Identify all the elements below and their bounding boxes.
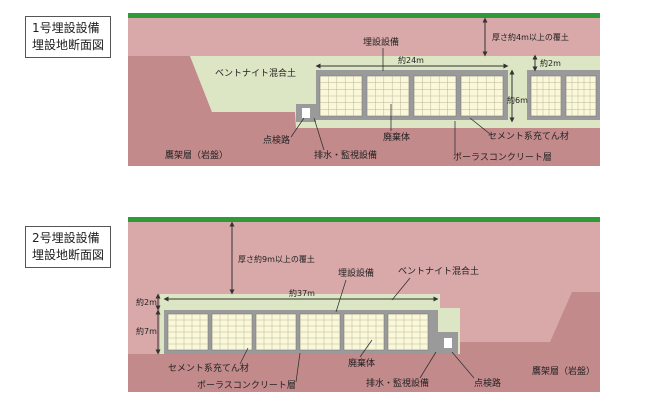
diagram2-waste-label: 廃棄体: [348, 357, 375, 369]
diagram2-bentonite-leader: [391, 277, 411, 301]
diagram2-bedrock-label: 鷹架層（岩盤）: [532, 365, 595, 377]
diagram1-cement-label: セメント系充てん材: [488, 130, 569, 142]
diagram1-height-label: 約6m: [507, 95, 528, 105]
diagram2-porous-label: ポーラスコンクリート層: [197, 380, 296, 391]
diagram1-title-line1: 1号埋設設備: [32, 21, 100, 35]
diagram2: 厚さ約9m以上の覆土 約2m 約7m 約37m 埋設設備 ベントナイト混合土 セ…: [128, 217, 600, 392]
diagram1-inspection-label: 点検路: [263, 134, 290, 146]
diagram1-drain-leader: [313, 117, 325, 151]
diagram2-porous-leader: [295, 352, 301, 383]
diagram1-bentonite-label: ベントナイト混合土: [215, 67, 296, 79]
diagram1-porous-label: ポーラスコンクリート層: [453, 152, 552, 163]
diagram1-waste-cells: [319, 75, 597, 117]
diagram2-title: 2号埋設設備 埋設地断面図: [25, 226, 112, 268]
diagram2-title-line1: 2号埋設設備: [32, 231, 100, 245]
diagram1-inspection-leader: [290, 117, 305, 138]
diagram2-width-label: 約37m: [289, 288, 315, 298]
diagram2-bentonite-label: ベントナイト混合土: [398, 265, 479, 277]
diagram1-bedrock: [128, 56, 600, 166]
diagram2-cover-label: 厚さ約9m以上の覆土: [238, 254, 315, 264]
diagram1-cement-leader: [469, 117, 491, 135]
diagram2-cement-label: セメント系充てん材: [168, 362, 249, 374]
diagram2-grass: [128, 217, 600, 222]
diagram2-drain-label: 排水・監視設備: [366, 377, 429, 389]
diagram2-inspection-label: 点検路: [474, 377, 501, 389]
diagram2-facility-label: 埋設設備: [338, 267, 374, 279]
diagram2-waste-cells: [167, 313, 429, 351]
diagram2-facility-leader: [335, 279, 347, 313]
diagram1-width-label: 約24m: [398, 55, 424, 65]
diagram2-height-label: 約7m: [136, 326, 157, 336]
diagram1-drain-label: 排水・監視設備: [314, 149, 377, 161]
diagram1: 厚さ約4m以上の覆土 約24m 約6m 約2m 埋設設備 ベントナイト混合土 点…: [128, 13, 600, 166]
diagram2-waste-leader: [359, 339, 373, 358]
diagram2-top-label: 約2m: [136, 297, 157, 307]
diagram1-bedrock-label: 鷹架層（岩盤）: [165, 149, 228, 161]
diagram2-cement-leader: [239, 347, 249, 365]
diagram1-title: 1号埋設設備 埋設地断面図: [25, 16, 112, 58]
diagram1-cover-label: 厚さ約4m以上の覆土: [492, 32, 569, 42]
diagram1-facility-label: 埋設設備: [363, 36, 399, 48]
diagram1-title-line2: 埋設地断面図: [32, 38, 105, 52]
diagram1-inspection-hole: [302, 108, 310, 118]
diagram1-top-label: 約2m: [540, 58, 561, 68]
diagram1-grass: [128, 13, 600, 18]
diagram2-bedrock: [128, 292, 600, 392]
diagram2-title-line2: 埋設地断面図: [32, 248, 105, 262]
diagram2-inspection-hole: [444, 338, 452, 348]
diagram1-waste-label: 廃棄体: [383, 131, 410, 143]
diagram2-inspection-leader: [451, 351, 475, 379]
diagram2-drain-leader: [419, 351, 437, 379]
